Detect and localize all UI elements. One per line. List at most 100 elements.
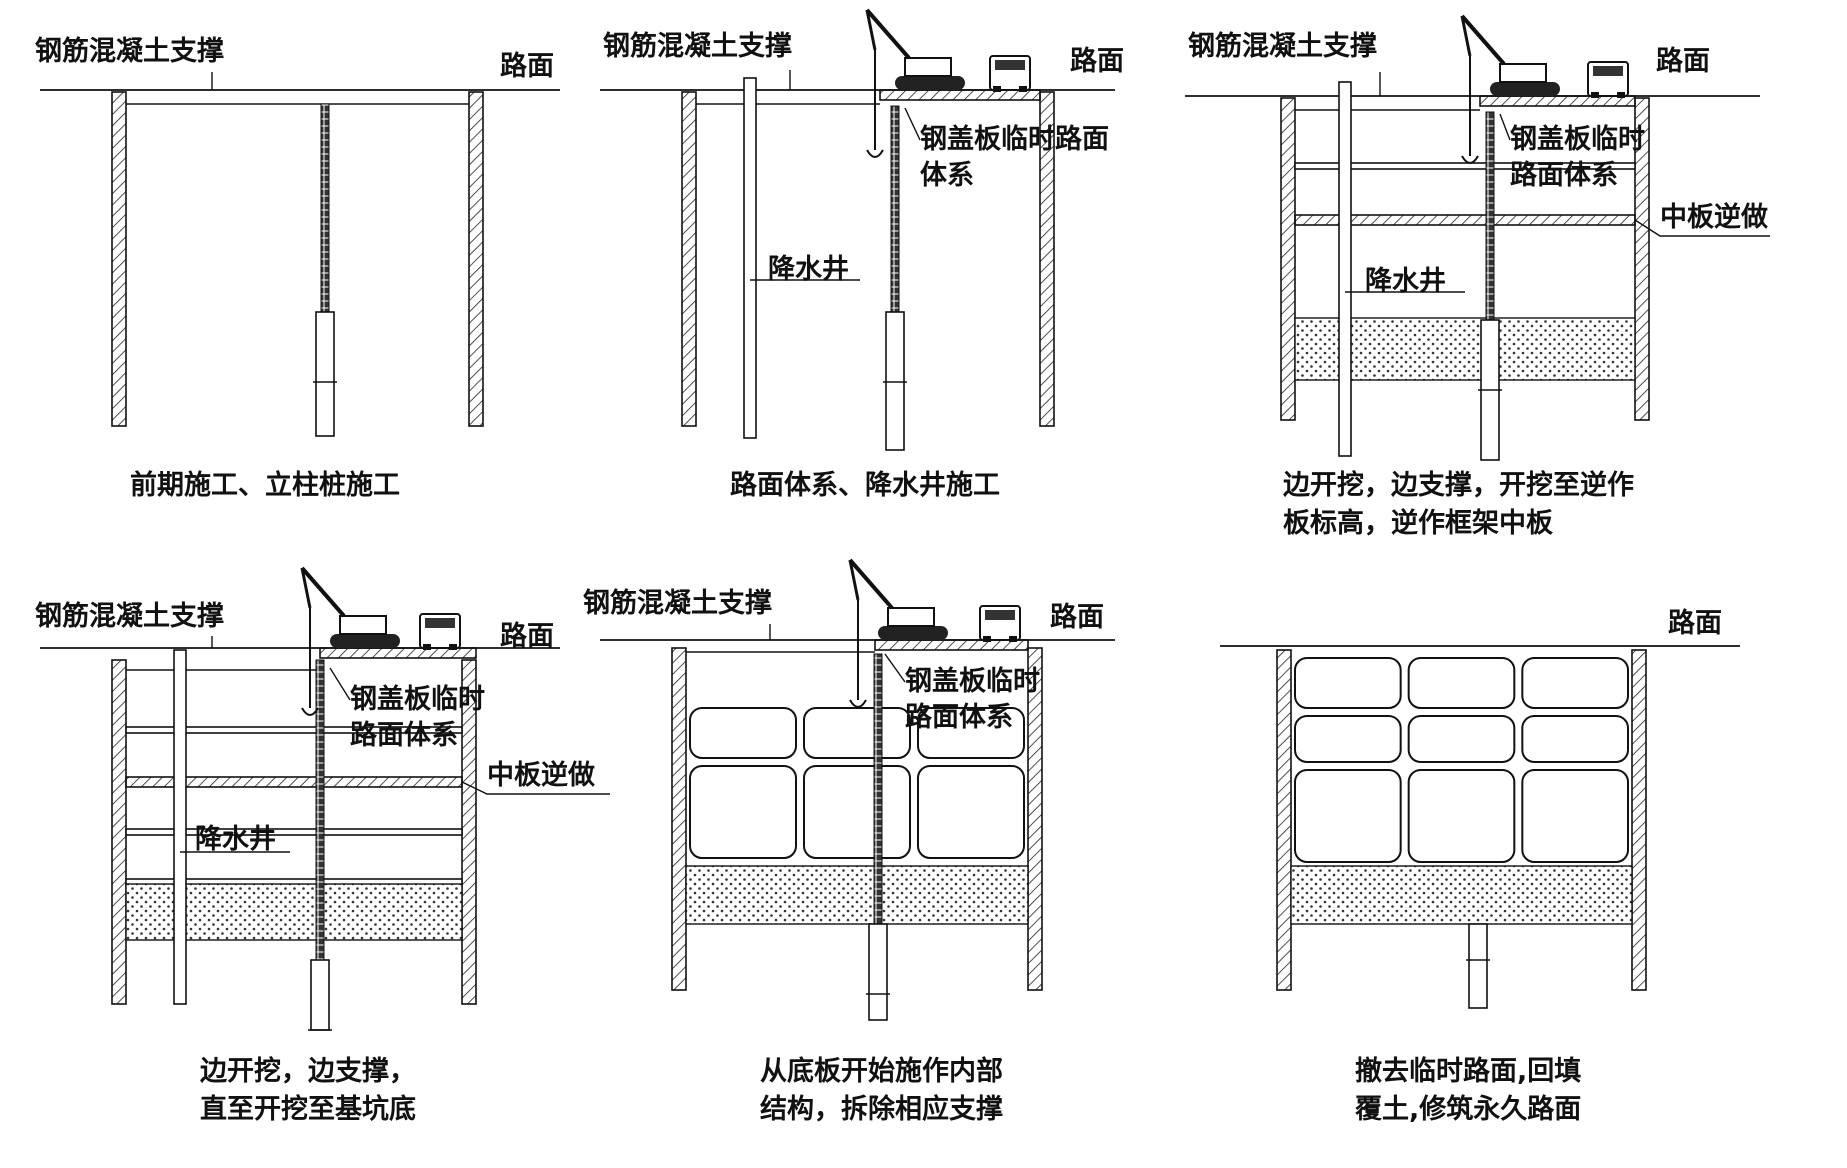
- truck-wheel: [423, 644, 431, 650]
- strut: [125, 726, 463, 734]
- structure-cell: [917, 707, 1025, 759]
- caption-line: 板标高，逆作框架中板: [1283, 507, 1553, 539]
- caption-line: 覆土,修筑永久路面: [1355, 1093, 1581, 1125]
- steel-column: [320, 103, 330, 313]
- structure-cell: [803, 707, 911, 759]
- structure-cell: [803, 765, 911, 859]
- leader-line: [329, 667, 351, 701]
- steel-column: [873, 653, 883, 925]
- leader-line: [1634, 219, 1770, 237]
- structure-cell: [1407, 769, 1516, 863]
- truck-window: [995, 60, 1025, 70]
- column-pile: [1468, 923, 1488, 1009]
- truck-window: [425, 618, 455, 628]
- cover-label: 钢盖板临时: [1510, 123, 1645, 155]
- truck-wheel: [1617, 92, 1625, 98]
- steel-column: [1485, 111, 1495, 321]
- retaining-wall-left: [111, 659, 127, 1005]
- excavator-boom: [300, 566, 346, 618]
- excavator-boom: [865, 8, 911, 60]
- structure-cell: [1407, 715, 1516, 763]
- structure-cell: [1294, 715, 1402, 763]
- truck-wheel: [449, 644, 457, 650]
- excavator-grab: [866, 149, 884, 158]
- caption-line: 从底板开始施作内部: [760, 1055, 1003, 1087]
- excavator-cab: [887, 607, 935, 627]
- steel-column: [890, 105, 900, 313]
- steel-cover-plate: [1479, 95, 1636, 107]
- caption-line: 路面体系、降水井施工: [730, 469, 1000, 501]
- retaining-wall-left: [111, 91, 127, 427]
- caption-line: 边开挖，边支撑，开挖至逆作: [1283, 469, 1634, 501]
- dewatering-well: [173, 649, 187, 1005]
- structure-cell: [1521, 769, 1630, 863]
- column-pile: [315, 311, 335, 437]
- structure-cell: [1521, 657, 1630, 709]
- excavator-arm: [865, 9, 877, 51]
- excavator-track: [878, 626, 948, 640]
- truck-wheel: [1591, 92, 1599, 98]
- excavator-grab: [301, 707, 319, 716]
- leader-line: [1499, 113, 1511, 141]
- truck-window: [985, 610, 1015, 620]
- excavator-boom: [848, 558, 894, 610]
- excavator-grab: [849, 699, 867, 708]
- cover-label: 体系: [920, 160, 974, 191]
- soil-layer: [1290, 865, 1633, 925]
- structure-cell: [917, 765, 1025, 859]
- truck-icon: [989, 55, 1031, 92]
- panel-5: 钢筋混凝土支撑路面钢盖板临时路面体系从底板开始施作内部结构，拆除相应支撑: [583, 558, 1115, 1125]
- soil-layer: [685, 865, 1029, 925]
- excavator-cab: [339, 615, 387, 635]
- panel-3: 钢筋混凝土支撑路面钢盖板临时路面体系中板逆做降水井边开挖，边支撑，开挖至逆作板标…: [1185, 14, 1770, 539]
- steel-cover-plate: [319, 647, 477, 659]
- support-label: 钢筋混凝土支撑: [35, 35, 224, 67]
- excavator-arm: [1460, 15, 1472, 57]
- truck-wheel: [1009, 636, 1017, 642]
- retaining-wall-right: [1631, 649, 1647, 991]
- excavator-track: [330, 634, 400, 648]
- truck-icon: [1587, 61, 1629, 98]
- excavator-arm: [300, 567, 312, 609]
- retaining-wall-left: [1280, 97, 1296, 421]
- excavator-boom: [1460, 14, 1506, 66]
- dewatering-well: [743, 77, 757, 439]
- excavator-icon: [1460, 14, 1560, 164]
- retaining-wall-right: [1634, 97, 1650, 421]
- excavator-arm: [848, 559, 860, 601]
- structure-cell: [1294, 657, 1402, 709]
- road-label: 路面: [1070, 45, 1124, 77]
- cover-label: 路面体系: [905, 701, 1013, 733]
- retaining-wall-left: [671, 647, 687, 991]
- structure-cell: [1521, 715, 1630, 763]
- column-pile: [310, 959, 330, 1031]
- excavator-cab: [1499, 63, 1547, 83]
- cover-label: 路面体系: [1510, 159, 1618, 191]
- cover-label: 路面体系: [350, 719, 458, 751]
- road-label: 路面: [1050, 601, 1104, 633]
- structure-cell: [1294, 769, 1402, 863]
- caption-line: 前期施工、立柱桩施工: [130, 469, 400, 501]
- steel-cover-plate: [874, 639, 1029, 651]
- leader-line: [461, 781, 610, 795]
- structure-cell: [689, 765, 797, 859]
- column-pile: [885, 311, 905, 451]
- truck-window: [1593, 66, 1623, 76]
- cover-label: 钢盖板临时: [905, 665, 1040, 697]
- road-label: 路面: [1656, 45, 1710, 77]
- well-label: 降水井: [195, 824, 276, 855]
- structure-cell: [689, 707, 797, 759]
- column-pile: [868, 923, 888, 1021]
- cover-label: 钢盖板临时: [350, 683, 485, 715]
- caption-line: 结构，拆除相应支撑: [760, 1093, 1003, 1125]
- truck-icon: [419, 613, 461, 650]
- road-label: 路面: [500, 620, 554, 652]
- strut: [125, 828, 463, 836]
- excavator-icon: [300, 566, 400, 716]
- steel-cover-plate: [879, 89, 1041, 101]
- excavator-track: [895, 76, 965, 90]
- road-label: 路面: [1668, 607, 1722, 639]
- leader-line: [884, 653, 906, 683]
- truck-wheel: [983, 636, 991, 642]
